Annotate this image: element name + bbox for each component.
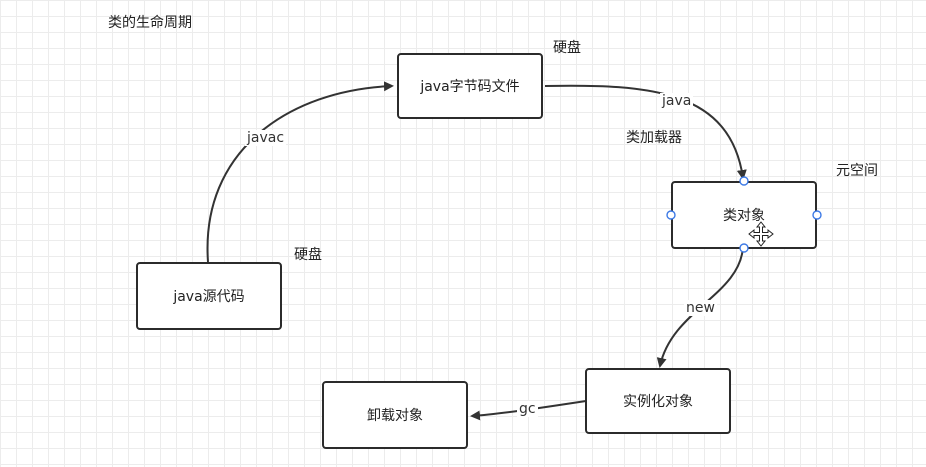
node-bytecode-file[interactable]: java字节码文件 [397,53,543,119]
node-java-source-label: java源代码 [173,289,245,305]
move-cursor-icon [748,221,774,247]
note-class-loader: 类加载器 [626,130,682,146]
edge-label-java: java [660,93,694,109]
note-disk-top: 硬盘 [553,40,581,56]
note-disk-bottom: 硬盘 [294,247,322,263]
handle-bottom[interactable] [739,243,749,253]
edge-label-new: new [684,300,717,316]
diagram-title: 类的生命周期 [108,15,192,31]
node-class-object-label: 类对象 [723,208,765,224]
node-instance-object[interactable]: 实例化对象 [585,368,731,434]
node-java-source[interactable]: java源代码 [136,262,282,330]
edge-label-gc: gc [517,401,538,417]
node-bytecode-file-label: java字节码文件 [420,79,520,95]
node-unload-object-label: 卸载对象 [367,408,423,424]
handle-right[interactable] [812,210,822,220]
node-instance-object-label: 实例化对象 [623,394,693,410]
handle-left[interactable] [666,210,676,220]
handle-top[interactable] [739,176,749,186]
edge-label-javac: javac [245,130,287,146]
node-unload-object[interactable]: 卸载对象 [322,381,468,449]
note-metaspace: 元空间 [836,163,878,179]
